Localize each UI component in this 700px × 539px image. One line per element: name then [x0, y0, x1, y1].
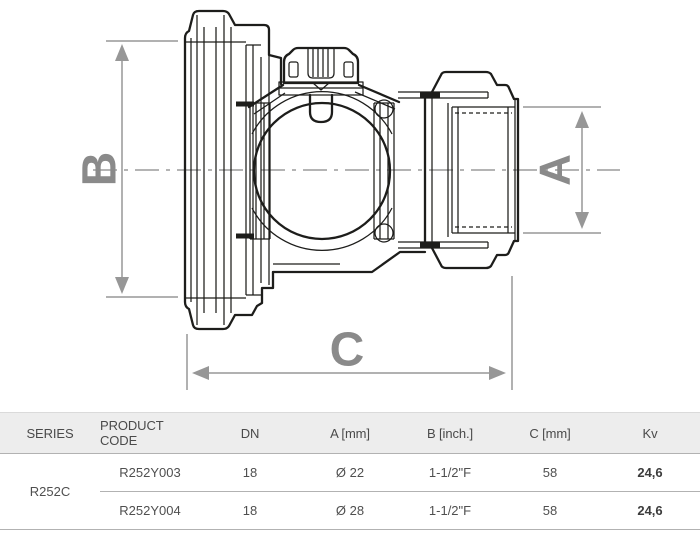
col-header-dn: DN — [200, 412, 300, 454]
spec-table: SERIES PRODUCT CODE DN A [mm] B [inch.] … — [0, 412, 700, 530]
col-header-a-mm: A [mm] — [300, 412, 400, 454]
table-cell-a: Ø 28 — [300, 491, 400, 530]
table-cell-c: 58 — [500, 491, 600, 530]
table-cell-product-code: R252Y004 — [100, 491, 200, 530]
col-header-series: SERIES — [0, 412, 100, 454]
table-cell-c: 58 — [500, 454, 600, 491]
dim-label-c: C — [330, 324, 365, 377]
table-cell-b: 1-1/2"F — [400, 454, 500, 491]
table-cell-dn: 18 — [200, 491, 300, 530]
table-cell-b: 1-1/2"F — [400, 491, 500, 530]
table-cell-dn: 18 — [200, 454, 300, 491]
col-header-c-mm: C [mm] — [500, 412, 600, 454]
valve-technical-drawing: B A C — [74, 9, 620, 390]
dimension-c: C — [186, 276, 513, 390]
dim-label-b: B — [74, 152, 127, 187]
valve-body — [247, 46, 427, 274]
table-cell-product-code: R252Y003 — [100, 454, 200, 491]
dimension-a: A — [523, 106, 601, 234]
col-header-product-code: PRODUCT CODE — [100, 412, 200, 454]
table-cell-kv: 24,6 — [600, 454, 700, 491]
table-cell-a: Ø 22 — [300, 454, 400, 491]
dim-label-a: A — [531, 154, 580, 186]
table-cell-kv: 24,6 — [600, 491, 700, 530]
series-cell: R252C — [0, 454, 100, 530]
compression-nut — [398, 70, 520, 270]
col-header-b-inch: B [inch.] — [400, 412, 500, 454]
dimension-b: B — [74, 40, 178, 298]
col-header-kv: Kv — [600, 412, 700, 454]
